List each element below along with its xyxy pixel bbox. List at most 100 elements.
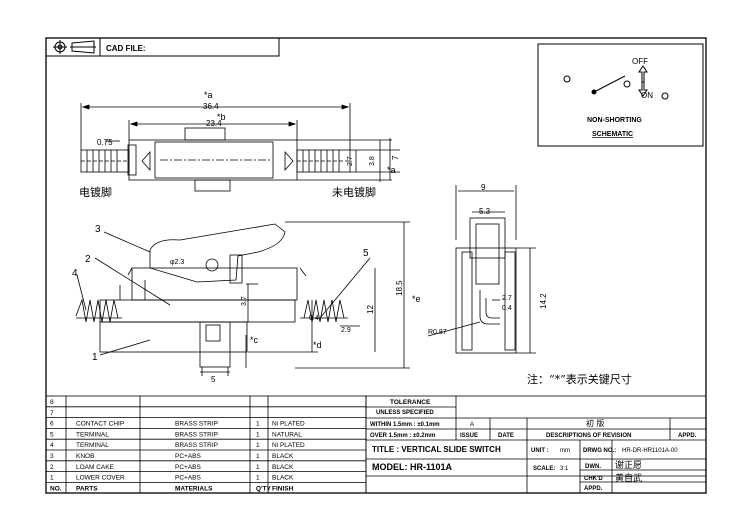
bom-cell-no: 4 bbox=[50, 442, 54, 449]
schematic-terminal-mid bbox=[623, 80, 631, 88]
schematic-terminal-left bbox=[563, 75, 571, 83]
dim-12: 12 bbox=[366, 305, 375, 314]
bom-cell-finish: NATURAL bbox=[272, 431, 302, 438]
key-dimension-note: 注：“*”表示关键尺寸 bbox=[527, 372, 632, 386]
unit-value: mm bbox=[560, 448, 570, 454]
tolerance-title: TOLERANCE bbox=[390, 399, 431, 406]
dim-d-label: *d bbox=[313, 340, 322, 350]
bom-header-part: PARTS bbox=[76, 485, 98, 492]
revision-appd-label: APPD. bbox=[678, 433, 697, 439]
bom-cell-finish: BLACK bbox=[272, 475, 294, 482]
schematic-terminal-right bbox=[661, 92, 669, 100]
dim-0-4-end: 0.4 bbox=[502, 305, 512, 312]
dim-2-7-end: 2.7 bbox=[502, 295, 512, 302]
bom-cell-no: 2 bbox=[50, 464, 54, 471]
bom-cell-material: PC+ABS bbox=[175, 453, 201, 460]
dim-r0-87: R0.87 bbox=[428, 329, 447, 336]
revision-desc-label: DESCRIPTIONS OF REVISION bbox=[546, 433, 631, 439]
bom-cell-material: PC+ABS bbox=[175, 475, 201, 482]
unplated-pin bbox=[284, 149, 351, 173]
cad-file-label: CAD FILE: bbox=[106, 44, 146, 53]
schematic-on-label: ON bbox=[641, 91, 653, 100]
unplated-pin-label: 未电镀脚 bbox=[332, 185, 376, 199]
callout-5: 5 bbox=[363, 248, 369, 259]
bom-cell-finish: BLACK bbox=[272, 464, 294, 471]
bom-cell-no: 5 bbox=[50, 431, 54, 438]
callout-4: 4 bbox=[72, 268, 78, 279]
callout-1: 1 bbox=[92, 352, 98, 363]
dim-a-label: *a bbox=[204, 90, 213, 100]
bom-cell-part: TERMINAL bbox=[76, 442, 109, 449]
dim-5-3: 5.3 bbox=[479, 207, 491, 216]
bom-header-finish: FINISH bbox=[272, 485, 294, 492]
issue-label: ISSUE bbox=[460, 433, 478, 439]
model-number: MODEL: HR-1101A bbox=[372, 462, 453, 472]
bom-cell-material: PC+ABS bbox=[175, 464, 201, 471]
arrow-up-icon bbox=[638, 65, 648, 83]
dim-14-2: 14.2 bbox=[539, 293, 548, 309]
dim-knob-hole: φ2.3 bbox=[170, 259, 184, 266]
bom-cell-no: 8 bbox=[50, 399, 54, 406]
bom-cell-qty: 1 bbox=[256, 475, 260, 482]
unit-label: UNIT : bbox=[531, 448, 549, 454]
revision-first: 初 版 bbox=[586, 418, 605, 428]
tolerance-sub: UNLESS SPECIFIED bbox=[376, 410, 434, 416]
checked-by: 黄自武 bbox=[615, 472, 642, 484]
dim-2-9: 2.9 bbox=[341, 327, 351, 334]
bom-cell-qty: 1 bbox=[256, 464, 260, 471]
drawing-number: HR-DR-HR1101A-00 bbox=[622, 448, 678, 454]
bom-cell-qty: 1 bbox=[256, 431, 260, 438]
callout-2: 2 bbox=[85, 254, 91, 265]
checked-by-label: CHK'D bbox=[584, 476, 603, 482]
bom-cell-part: LOAM CAKE bbox=[76, 464, 115, 471]
bom-header-no: NO. bbox=[50, 485, 62, 492]
dim-total-length: 36.4 bbox=[203, 102, 219, 111]
dim-3-8: 3.8 bbox=[369, 156, 376, 166]
dim-18-5: 18.5 bbox=[395, 280, 404, 296]
tolerance-within: WITHIN 1.5mm : ±0.1mm bbox=[370, 422, 440, 428]
dim-5: 5 bbox=[211, 375, 216, 384]
drawing-title: TITLE : VERTICAL SLIDE SWITCH bbox=[372, 445, 501, 454]
drawing-number-label: DRWG NO.: bbox=[583, 448, 616, 454]
projection-symbol-icon bbox=[53, 40, 96, 54]
dim-b-label: *b bbox=[217, 112, 226, 122]
tolerance-over: OVER 1.5mm : ±0.2mm bbox=[370, 433, 435, 439]
dim-9: 9 bbox=[481, 183, 486, 192]
bom-cell-part: CONTACT CHIP bbox=[76, 421, 124, 428]
dim-3-7: 3.7 bbox=[241, 296, 248, 306]
bom-cell-no: 1 bbox=[50, 475, 54, 482]
bom-cell-qty: 1 bbox=[256, 421, 260, 428]
scale-value: 3:1 bbox=[560, 466, 569, 472]
date-label: DATE bbox=[498, 433, 514, 439]
dim-c-label: *c bbox=[250, 335, 259, 345]
bom-cell-material: BRASS STRIP bbox=[175, 442, 218, 449]
bom-header-qty: Q'TY bbox=[256, 485, 272, 492]
bom-table bbox=[45, 395, 367, 494]
bom-cell-no: 7 bbox=[50, 410, 54, 417]
schematic-box: OFF ON NON-SHORTING SCHEMATIC bbox=[537, 43, 704, 147]
schematic-off-label: OFF bbox=[632, 57, 648, 66]
bom-cell-no: 3 bbox=[50, 453, 54, 460]
drawn-by: 谢正愿 bbox=[615, 459, 642, 471]
bom-cell-material: BRASS STRIP bbox=[175, 421, 218, 428]
bom-cell-finish: Ni PLATED bbox=[272, 421, 305, 428]
bom-cell-part: TERMINAL bbox=[76, 431, 109, 438]
dim-pin-thickness: 0.75 bbox=[97, 138, 113, 147]
bom-cell-part: LOWER COVER bbox=[76, 475, 125, 482]
drawn-by-label: DWN. bbox=[585, 464, 601, 470]
schematic-title-1: NON-SHORTING bbox=[587, 117, 642, 124]
bom-cell-part: KNOB bbox=[76, 453, 94, 460]
cad-header: CAD FILE: bbox=[45, 37, 280, 57]
plated-pin-label: 电镀脚 bbox=[79, 185, 112, 199]
schematic-pivot bbox=[591, 89, 597, 95]
dim-2-7: 2.7 bbox=[347, 156, 354, 166]
bom-cell-no: 6 bbox=[50, 421, 54, 428]
side-view bbox=[75, 221, 410, 376]
bom-cell-finish: BLACK bbox=[272, 453, 294, 460]
callout-3: 3 bbox=[95, 224, 101, 235]
title-block bbox=[365, 395, 707, 494]
revision-letter: A bbox=[470, 422, 474, 428]
bom-cell-qty: 1 bbox=[256, 442, 260, 449]
